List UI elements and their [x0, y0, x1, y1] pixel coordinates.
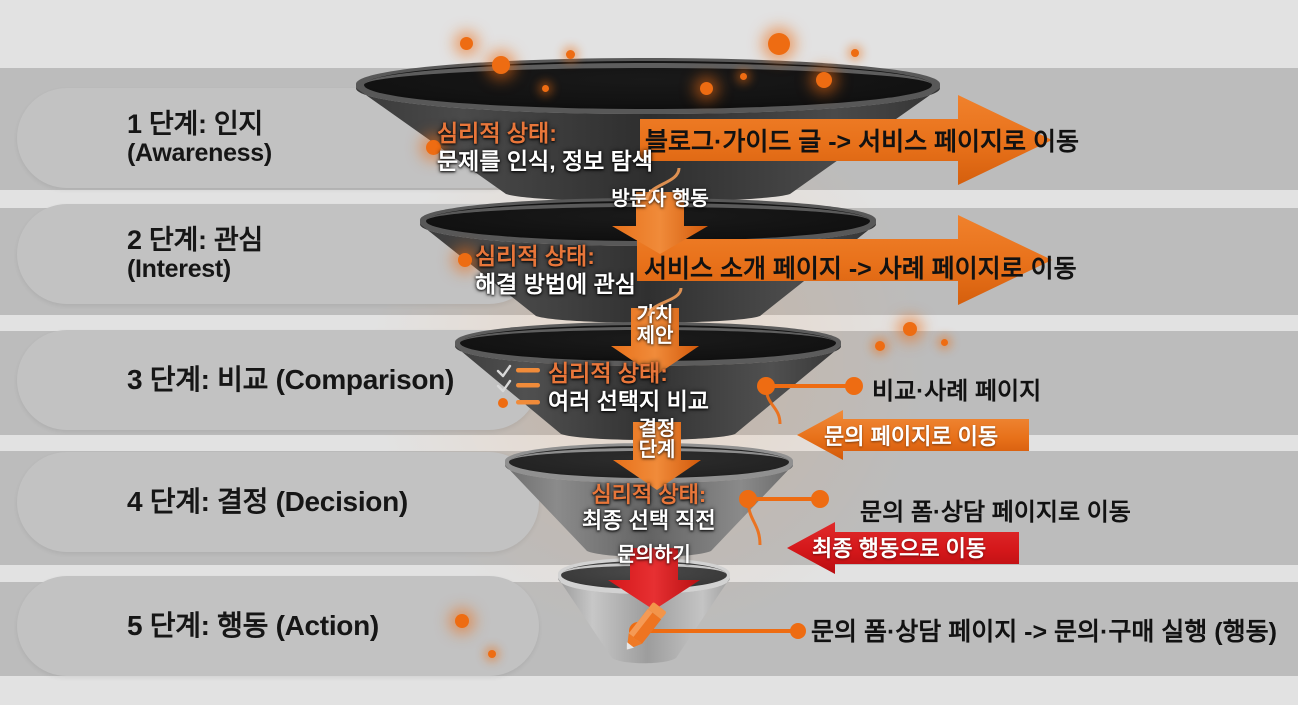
- stage-1-subtitle: (Awareness): [127, 139, 272, 168]
- flow-arrow-decision-step: 결정 단계: [609, 418, 705, 490]
- glow-particle: [768, 33, 790, 55]
- callout-text-stage-4: 문의 폼·상담 페이지로 이동: [860, 499, 1131, 526]
- flow-arrow-visitor-action: 방문자 행동: [601, 188, 719, 254]
- stage-pill-3[interactable]: 3 단계: 비교 (Comparison): [17, 330, 539, 430]
- background-band-1: [0, 0, 1298, 68]
- pencil-icon: [612, 597, 674, 659]
- glow-particle: [700, 82, 713, 95]
- stage-4-title: 4 단계: 결정 (Decision): [127, 486, 408, 518]
- psych-body-stage-4: 최종 선택 직전: [582, 508, 716, 534]
- callout-arrow-stage-2[interactable]: [637, 215, 1052, 305]
- psych-state-stage-4: 심리적 상태: 최종 선택 직전: [582, 482, 716, 535]
- glow-particle: [941, 339, 948, 346]
- callout-text-stage-3: 비교·사례 페이지: [872, 378, 1042, 405]
- flow-label-value-proposition: 가치 제안: [636, 304, 674, 347]
- glow-particle: [488, 650, 496, 658]
- callout-arrow-stage-1[interactable]: [640, 95, 1052, 185]
- glow-particle: [455, 614, 469, 628]
- connector-line-stage-3: [756, 376, 956, 436]
- psych-body-stage-3: 여러 선택지 비교: [548, 387, 709, 414]
- checklist-icon: [496, 362, 542, 412]
- flow-label-visitor-action: 방문자 행동: [611, 188, 709, 210]
- callout-arrow-stage-3[interactable]: [797, 410, 1029, 460]
- psych-state-stage-3: 심리적 상태: 여러 선택지 비교: [548, 360, 709, 415]
- stage-3-title: 3 단계: 비교 (Comparison): [127, 364, 454, 396]
- callout-text-stage-5: 문의 폼·상담 페이지 -> 문의·구매 실행 (행동): [811, 618, 1277, 646]
- glow-particle: [542, 85, 549, 92]
- glow-particle: [816, 72, 832, 88]
- flow-label-inquiry: 문의하기: [617, 544, 691, 566]
- glow-particle: [458, 253, 472, 267]
- glow-particle: [426, 140, 441, 155]
- glow-particle: [875, 341, 885, 351]
- flow-arrow-value-proposition: 가치 제안: [607, 304, 703, 376]
- stage-2-subtitle: (Interest): [127, 255, 231, 284]
- psych-state-stage-2: 심리적 상태: 해결 방법에 관심: [475, 243, 636, 298]
- callout-arrow-text-stage-3: 문의 페이지로 이동: [824, 424, 999, 449]
- stage-pill-5[interactable]: 5 단계: 행동 (Action): [17, 576, 539, 676]
- callout-text-stage-2: 서비스 소개 페이지 -> 사례 페이지로 이동: [644, 255, 1077, 283]
- background-band-11: [0, 676, 1298, 705]
- stage-pill-4[interactable]: 4 단계: 결정 (Decision): [17, 452, 539, 552]
- stage-1-title: 1 단계: 인지: [127, 108, 263, 139]
- connector-line-stage-4: [738, 489, 938, 559]
- psych-body-stage-1: 문제를 인식, 정보 탐색: [437, 147, 654, 174]
- psych-title-stage-1: 심리적 상태:: [437, 120, 557, 146]
- glow-particle: [740, 73, 747, 80]
- psych-state-stage-1: 심리적 상태: 문제를 인식, 정보 탐색: [437, 120, 653, 175]
- callout-arrow-text-stage-4: 최종 행동으로 이동: [812, 536, 987, 561]
- stage-2-title: 2 단계: 관심: [127, 224, 263, 255]
- stage-5-title: 5 단계: 행동 (Action): [127, 610, 379, 642]
- psych-title-stage-3: 심리적 상태:: [548, 360, 668, 386]
- callout-text-stage-1: 블로그·가이드 글 -> 서비스 페이지로 이동: [645, 128, 1079, 156]
- flow-label-decision-step: 결정 단계: [638, 418, 676, 461]
- glow-particle: [492, 56, 510, 74]
- psych-body-stage-2: 해결 방법에 관심: [475, 270, 636, 297]
- glow-particle: [566, 50, 575, 59]
- psych-title-stage-2: 심리적 상태:: [475, 243, 595, 269]
- callout-arrow-stage-4[interactable]: [787, 522, 1019, 574]
- inner-connector-2: [631, 287, 691, 322]
- psych-title-stage-4: 심리적 상태:: [591, 482, 707, 507]
- glow-particle: [903, 322, 917, 336]
- inner-connector-1: [629, 167, 689, 208]
- flow-arrow-inquiry: 문의하기: [596, 544, 712, 610]
- glow-particle: [460, 37, 473, 50]
- glow-particle: [851, 49, 859, 57]
